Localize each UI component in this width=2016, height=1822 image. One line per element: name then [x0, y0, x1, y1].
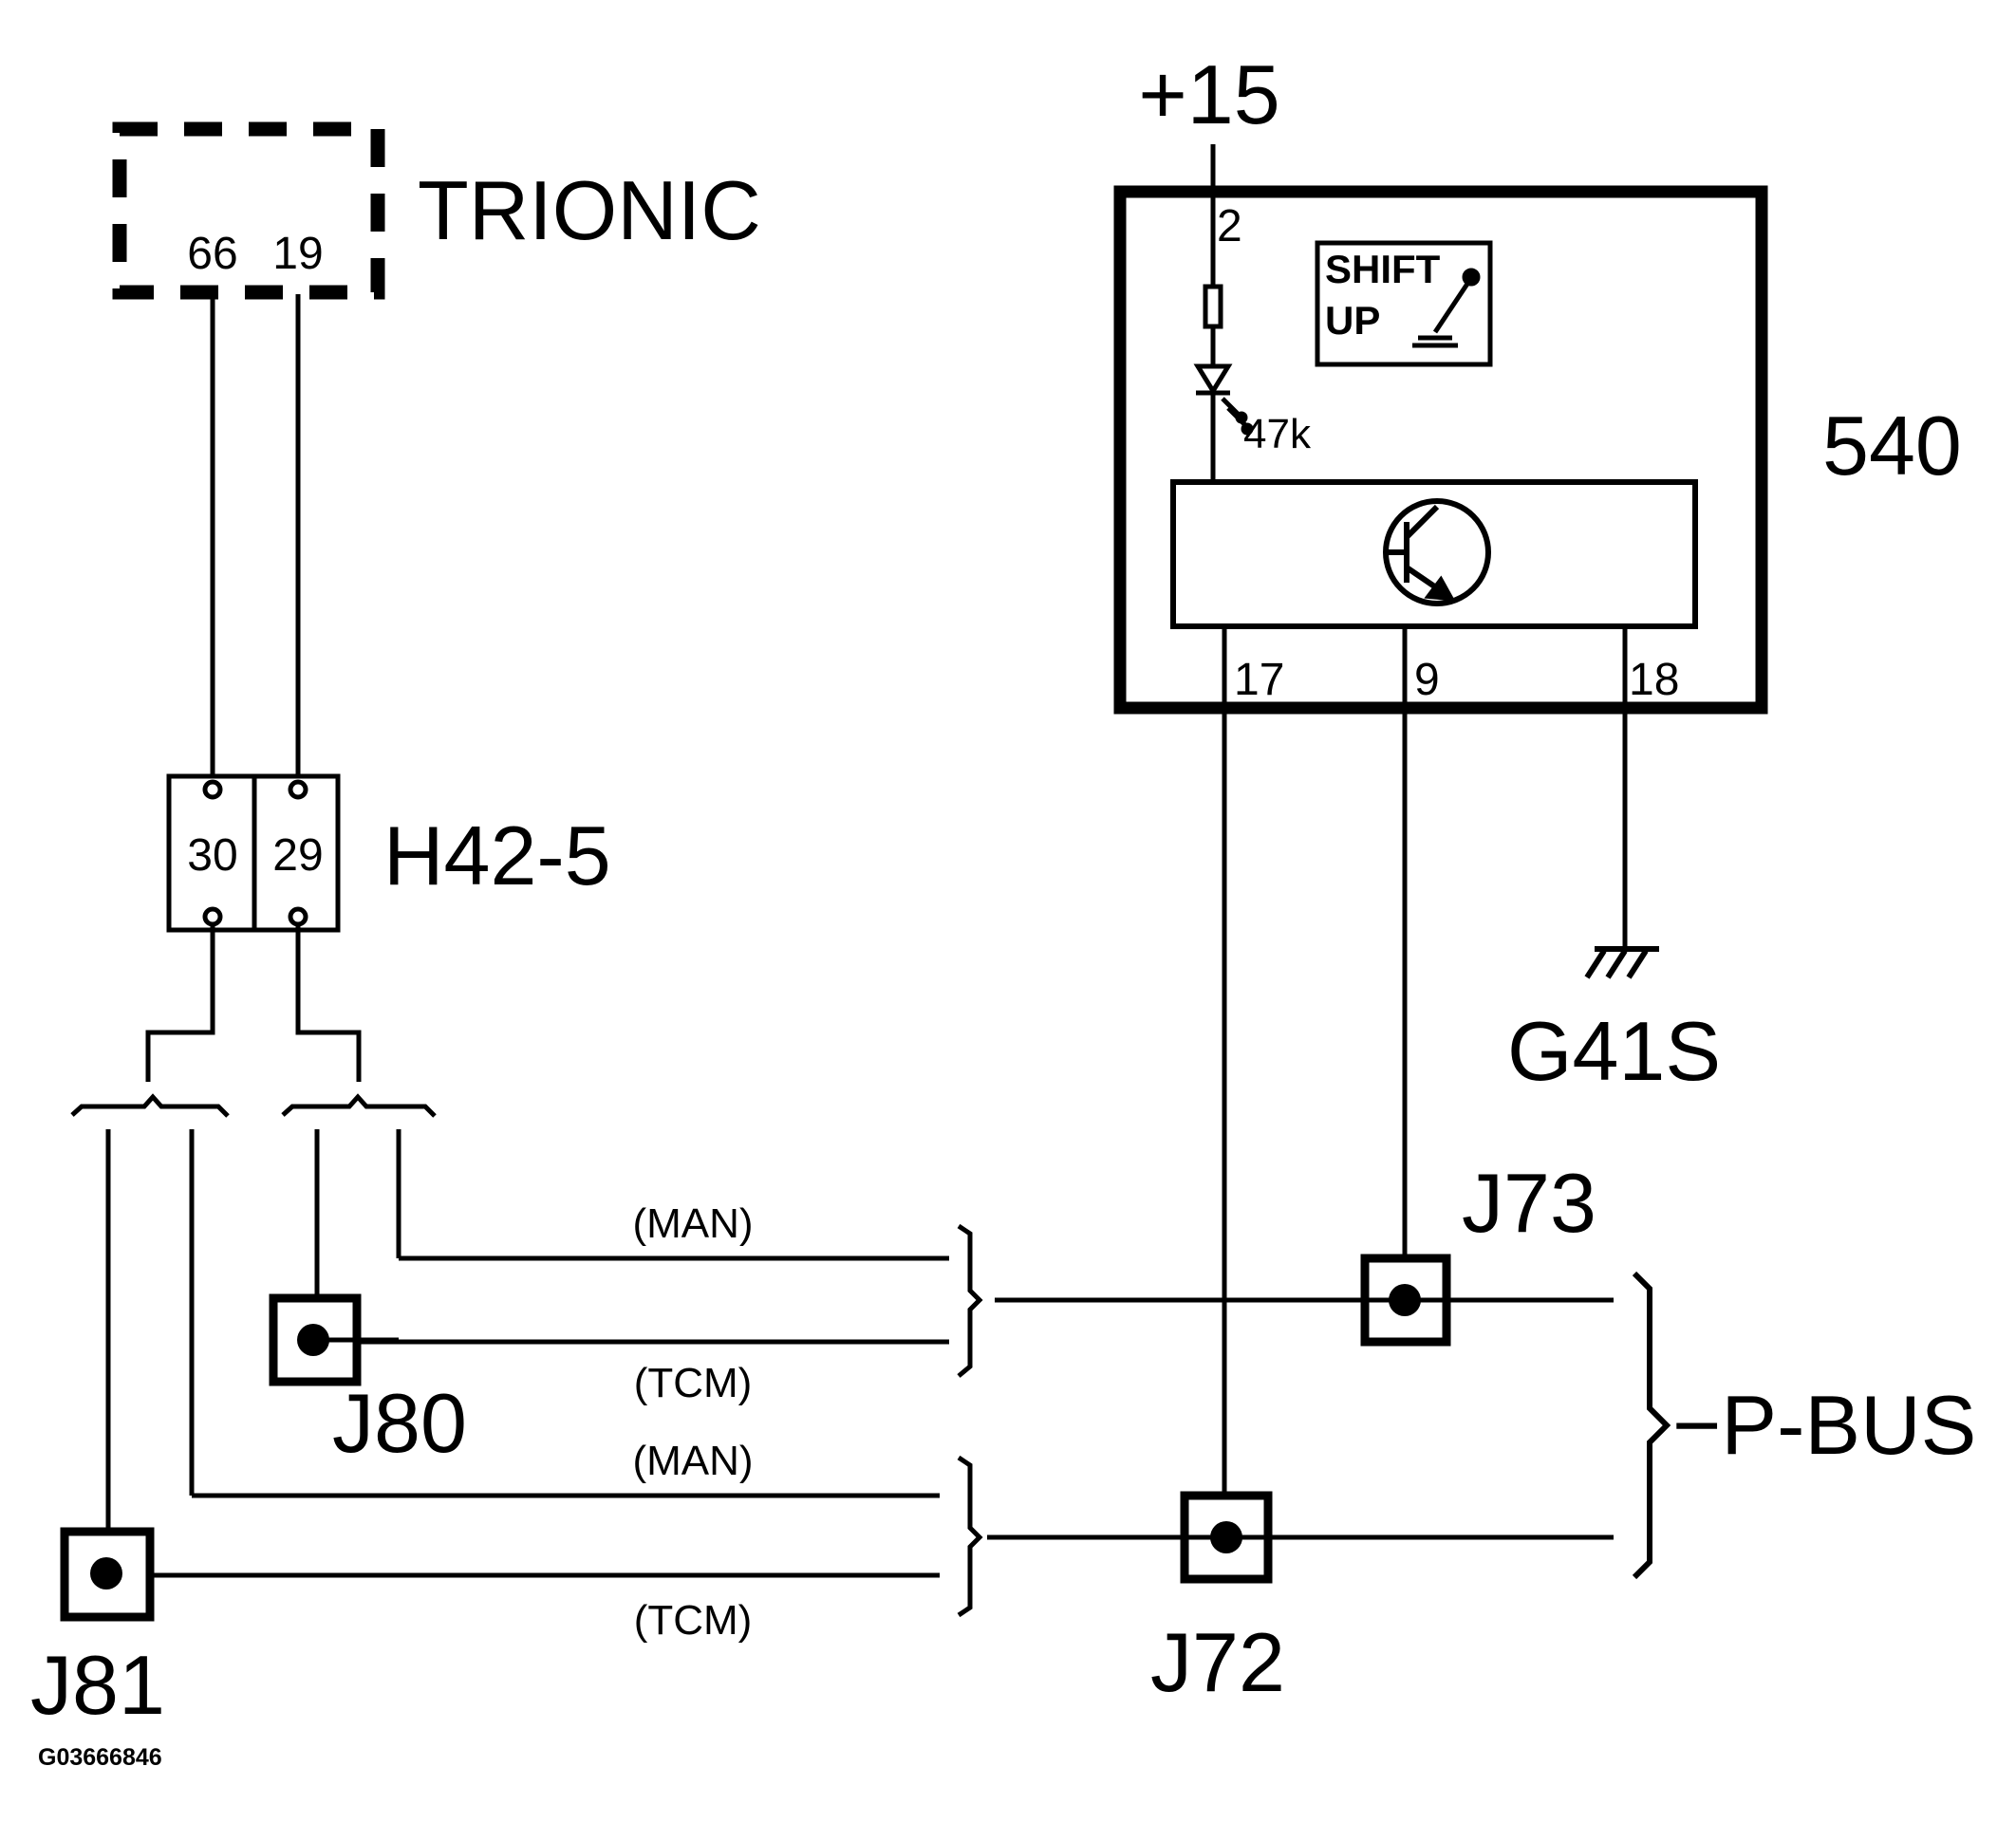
h42-pin-29: 29 — [272, 830, 323, 881]
bus-label: −P-BUS — [1672, 1378, 1976, 1472]
trionic-module: TRIONIC 66 19 — [112, 121, 761, 300]
gear-lever-icon — [1412, 268, 1481, 348]
junction-j73: J73 — [1360, 1156, 1596, 1347]
shift-up-indicator: SHIFT UP — [1315, 240, 1493, 367]
module-540-label: 540 — [1822, 399, 1962, 493]
ground-label: G41S — [1507, 1004, 1721, 1098]
shift-up-line2: UP — [1325, 298, 1380, 343]
module-540: 540 +15 2 47k SHIFT UP — [1113, 47, 1962, 715]
trionic-pin-19: 19 — [272, 229, 323, 279]
h42-label: H42-5 — [383, 809, 611, 902]
pin-18-label: 18 — [1629, 655, 1679, 705]
connector-h42-5: 30 29 H42-5 — [166, 773, 611, 933]
pin-17-label: 17 — [1234, 655, 1284, 705]
led-symbol — [1193, 363, 1254, 436]
wire-label-man-lower: (MAN) — [632, 1438, 753, 1484]
wire-labels: (MAN) (TCM) (MAN) (TCM) — [632, 1200, 753, 1644]
resistor-value: 47k — [1243, 411, 1312, 457]
junction-j80: J80 — [269, 1293, 467, 1470]
module-wires — [1222, 708, 1628, 1537]
j81-label: J81 — [30, 1638, 165, 1732]
junction-j81: J81 — [30, 1527, 165, 1732]
junction-j72: J72 — [1150, 1491, 1285, 1709]
wire-label-tcm-upper: (TCM) — [634, 1360, 753, 1406]
wire-label-tcm-lower: (TCM) — [634, 1597, 753, 1644]
j72-label: J72 — [1150, 1615, 1285, 1709]
j80-label: J80 — [332, 1376, 467, 1470]
j73-label: J73 — [1462, 1156, 1596, 1250]
resistor-symbol — [1203, 284, 1223, 329]
figure-id: G03666846 — [38, 1744, 162, 1771]
trionic-pin-66: 66 — [187, 229, 237, 279]
h42-pin-30: 30 — [187, 830, 237, 881]
wire-label-man-upper: (MAN) — [632, 1200, 753, 1247]
pin-2-label: 2 — [1217, 201, 1242, 251]
shift-up-line1: SHIFT — [1325, 247, 1441, 291]
trionic-label: TRIONIC — [418, 163, 761, 257]
trionic-wires — [210, 294, 301, 780]
supply-label: +15 — [1138, 47, 1279, 141]
pin-9-label: 9 — [1414, 655, 1440, 705]
split-wires — [70, 924, 1614, 1618]
transistor-icon — [1383, 498, 1491, 606]
ground-symbol — [1584, 946, 1659, 979]
bus-brace — [1632, 1271, 1671, 1580]
